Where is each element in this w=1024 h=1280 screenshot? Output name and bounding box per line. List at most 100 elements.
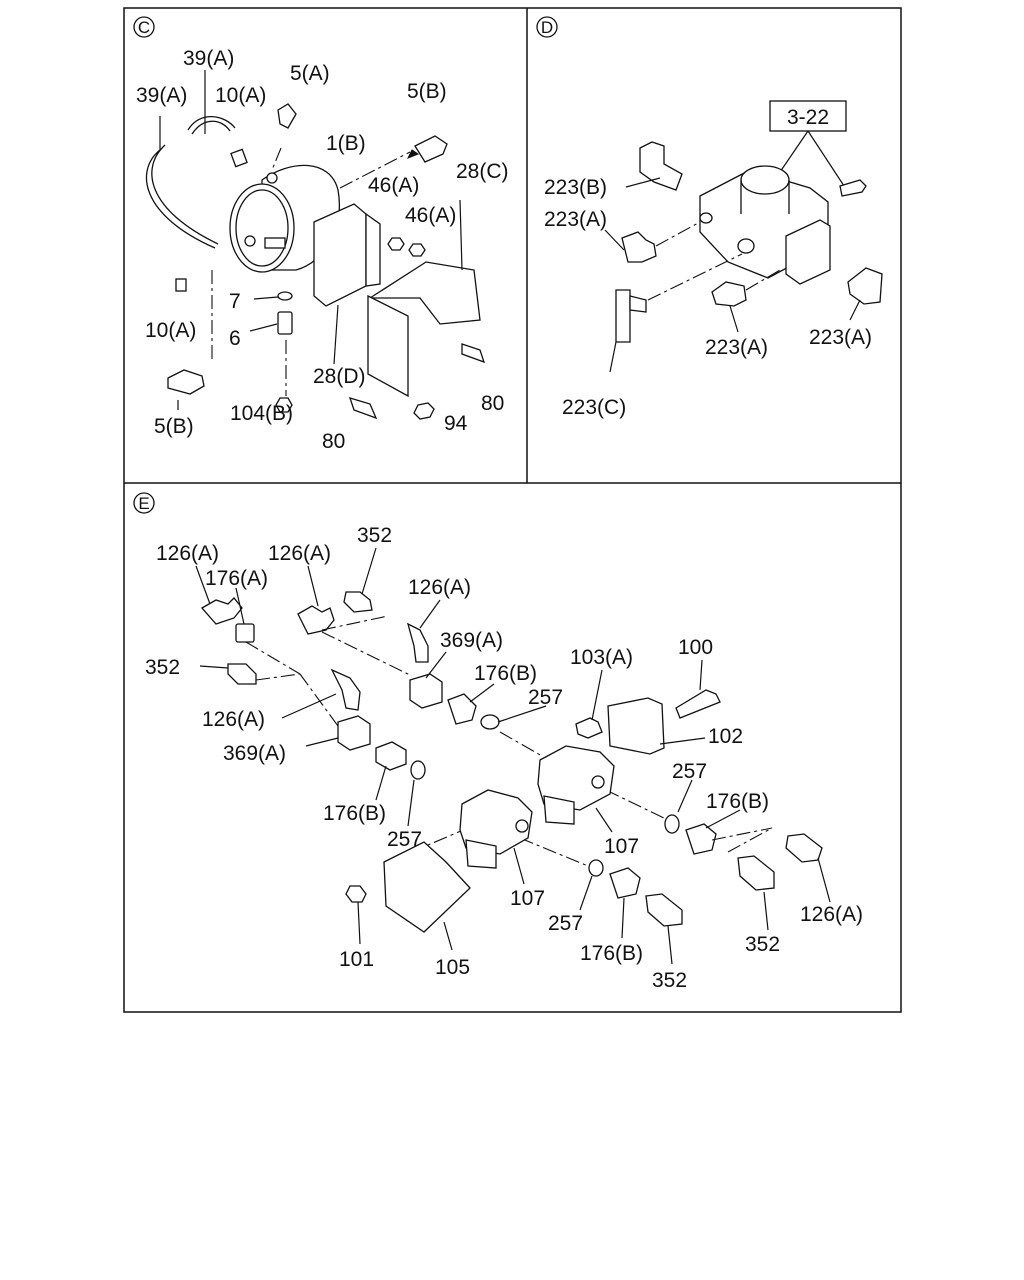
bolt-100 <box>675 689 721 719</box>
leader <box>609 341 617 373</box>
leader <box>763 891 769 931</box>
label-46a-2: 46(A) <box>405 204 456 227</box>
section-c: C <box>133 16 509 453</box>
leader <box>591 669 603 721</box>
label-369a-bottom: 369(A) <box>223 742 286 765</box>
leader <box>745 269 781 291</box>
leader <box>729 305 739 333</box>
section-e-badge-letter: E <box>138 494 149 513</box>
label-223a-mid: 223(A) <box>705 336 768 359</box>
bolt-3-22 <box>839 179 867 197</box>
elbow-126a-5 <box>785 833 823 863</box>
label-46a-1: 46(A) <box>368 174 419 197</box>
bracket-105 <box>383 841 471 933</box>
leader <box>305 737 339 747</box>
plug-10a-bottom <box>175 278 187 292</box>
label-100: 100 <box>678 636 713 659</box>
elbow-126a-3 <box>406 622 429 663</box>
label-102: 102 <box>708 725 743 748</box>
label-104b: 104(B) <box>230 402 293 425</box>
label-223b: 223(B) <box>544 176 607 199</box>
label-126a-1: 126(A) <box>156 542 219 565</box>
section-d: D 3-22 <box>536 16 883 419</box>
leader <box>807 130 849 193</box>
label-176b-1: 176(B) <box>474 662 537 685</box>
leader <box>419 599 441 629</box>
leader <box>677 779 693 813</box>
label-10a-bottom: 10(A) <box>145 319 196 342</box>
leader <box>499 731 543 757</box>
label-176a: 176(A) <box>205 567 268 590</box>
section-d-badge: D <box>536 16 558 38</box>
washer-7 <box>277 291 293 301</box>
label-28d: 28(D) <box>313 365 366 388</box>
fitting-126a-1 <box>200 597 243 625</box>
label-7: 7 <box>229 290 241 313</box>
hose-39a-left <box>145 144 219 249</box>
bolt-80-bottom <box>348 397 378 420</box>
nut-94 <box>413 402 435 420</box>
leader <box>407 779 415 827</box>
bracket-102 <box>607 697 665 755</box>
leader <box>271 147 282 171</box>
washer-257-1 <box>480 714 500 730</box>
fitting-176b-2 <box>375 741 407 771</box>
washer-257-3 <box>664 814 680 834</box>
section-c-badge-letter: C <box>138 18 150 37</box>
leader <box>705 809 741 829</box>
leader <box>281 693 337 719</box>
leader <box>817 857 831 903</box>
label-257-2: 257 <box>672 760 707 783</box>
fitting-223b <box>639 141 683 191</box>
leader <box>699 659 703 691</box>
label-126a-2: 126(A) <box>268 542 331 565</box>
fitting-223a-mid <box>711 281 747 307</box>
label-39a-left: 39(A) <box>136 84 187 107</box>
leader <box>235 587 245 625</box>
leader <box>195 565 211 605</box>
leader <box>727 827 773 853</box>
label-257-1: 257 <box>528 686 563 709</box>
fitting-176b-3 <box>685 823 717 855</box>
label-107-2: 107 <box>510 887 545 910</box>
leader <box>595 807 613 833</box>
fitting-176b-4 <box>609 867 641 899</box>
leader <box>579 875 593 911</box>
fitting-223c <box>615 289 631 343</box>
fitting-352-top <box>343 591 373 613</box>
label-352-top: 352 <box>357 524 392 547</box>
label-39a-top: 39(A) <box>183 47 234 70</box>
leader <box>655 221 701 247</box>
label-28c: 28(C) <box>456 160 509 183</box>
nut-46a-1 <box>387 237 405 251</box>
section-e: E <box>133 492 863 992</box>
label-5b-top: 5(B) <box>407 80 447 103</box>
outer-frame <box>123 7 902 1013</box>
leader <box>199 665 229 669</box>
fitting-352-right <box>737 855 775 891</box>
elbow-5a <box>277 103 297 129</box>
leader <box>253 296 279 300</box>
fitting-176a <box>235 623 255 643</box>
label-1b: 1(B) <box>326 132 366 155</box>
fitting-223a-left <box>621 231 657 263</box>
block-369a-bottom <box>337 715 371 751</box>
label-126a-3: 126(A) <box>408 576 471 599</box>
label-257-3: 257 <box>387 828 422 851</box>
leader <box>375 765 387 801</box>
plug-10a-top <box>230 148 248 168</box>
fitting-352-bottom <box>645 893 683 927</box>
fitting-223a-right <box>847 267 883 305</box>
valve-107-upper <box>537 745 615 825</box>
leader <box>519 837 589 867</box>
label-352-right: 352 <box>745 933 780 956</box>
hose-39a-top <box>187 116 236 135</box>
leader <box>443 921 453 951</box>
section-c-badge: C <box>133 16 155 38</box>
leader <box>333 304 339 365</box>
label-3-22: 3-22 <box>787 106 829 129</box>
leader <box>425 651 447 679</box>
label-352-bottom: 352 <box>652 969 687 992</box>
label-126a-5: 126(A) <box>800 903 863 926</box>
